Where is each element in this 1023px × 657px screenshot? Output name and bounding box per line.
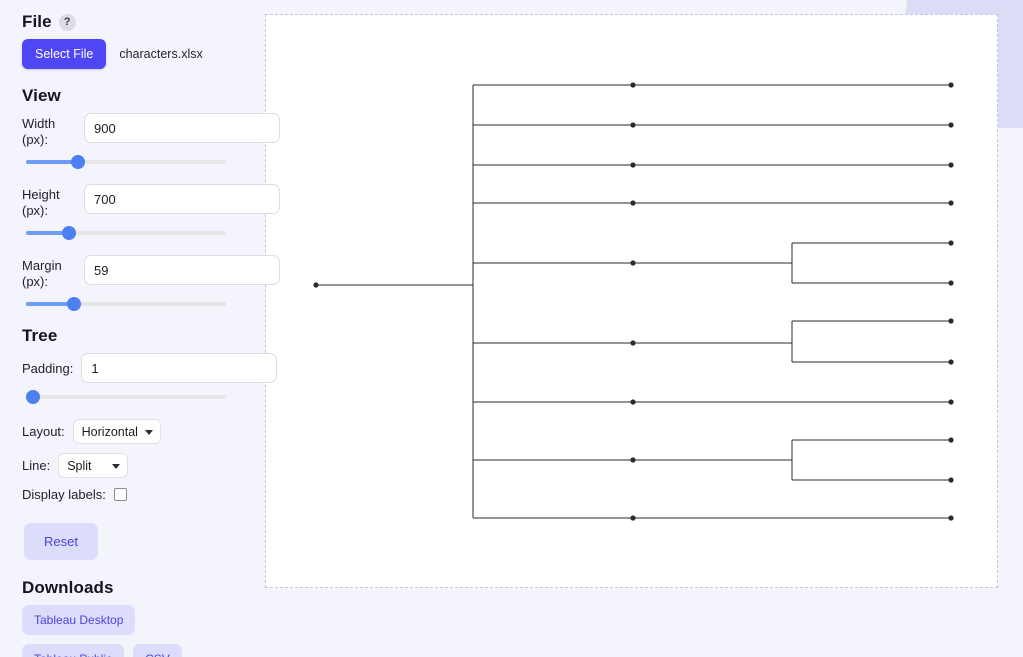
downloads-section-heading: Downloads — [22, 578, 236, 598]
tree-section-label: Tree — [22, 326, 58, 345]
help-icon[interactable]: ? — [58, 13, 76, 31]
leaf-node-8-2[interactable] — [948, 477, 954, 483]
file-row: Select File characters.xlsx — [22, 39, 236, 69]
leaf-node-8-1[interactable] — [948, 437, 954, 443]
width-slider[interactable] — [26, 154, 226, 170]
tree-canvas[interactable] — [265, 14, 998, 588]
download-tableau-public-button[interactable]: Tableau Public — [22, 644, 125, 657]
file-section-heading: File ? — [22, 12, 236, 32]
leaf-node-7[interactable] — [948, 399, 954, 405]
height-slider-thumb[interactable] — [62, 226, 76, 240]
line-row: Line: Split — [22, 453, 236, 478]
leaf-node-6-2[interactable] — [948, 359, 954, 365]
width-input[interactable] — [84, 113, 280, 143]
height-field-row: Height (px): — [22, 184, 280, 219]
downloads-row-1: Tableau Desktop — [22, 605, 236, 635]
width-label-line1: Width — [22, 116, 56, 131]
leaf-node-5-1[interactable] — [948, 240, 954, 246]
margin-field-row: Margin (px): — [22, 255, 280, 290]
chevron-down-icon — [112, 463, 121, 469]
layout-select[interactable]: Horizontal — [72, 419, 161, 444]
line-select-value: Split — [67, 458, 92, 473]
line-select[interactable]: Split — [58, 453, 129, 478]
padding-field-row: Padding: — [22, 353, 278, 383]
leaf-node-6-1[interactable] — [948, 318, 954, 324]
height-input[interactable] — [84, 184, 280, 214]
chevron-down-icon — [144, 429, 153, 435]
layout-row: Layout: Horizontal — [22, 419, 236, 444]
view-section-label: View — [22, 86, 61, 105]
reset-button[interactable]: Reset — [24, 523, 98, 560]
downloads-section: Downloads Tableau Desktop Tableau Public… — [22, 578, 236, 657]
select-file-button[interactable]: Select File — [22, 39, 107, 69]
leaf-node-9[interactable] — [948, 515, 954, 521]
downloads-section-label: Downloads — [22, 578, 114, 597]
file-section-label: File — [22, 12, 52, 31]
height-slider-fill — [26, 231, 69, 235]
view-section-heading: View — [22, 86, 236, 106]
padding-slider-thumb[interactable] — [26, 390, 40, 404]
tree-diagram — [313, 82, 954, 521]
width-slider-thumb[interactable] — [71, 155, 85, 169]
layout-select-value: Horizontal — [81, 424, 138, 439]
padding-slider-track — [26, 395, 226, 399]
padding-slider[interactable] — [26, 389, 226, 405]
width-slider-fill — [26, 160, 78, 164]
controls-panel: File ? Select File characters.xlsx View … — [0, 0, 280, 657]
margin-slider-track — [26, 302, 226, 306]
leaf-node-2[interactable] — [948, 122, 954, 128]
display-labels-label: Display labels: — [22, 487, 106, 502]
selected-file-name: characters.xlsx — [119, 47, 203, 61]
width-label-line2: (px): — [22, 132, 48, 147]
width-label: Width (px): — [22, 113, 74, 148]
download-csv-button[interactable]: CSV — [133, 644, 182, 657]
line-label: Line: — [22, 458, 51, 473]
height-slider-track — [26, 231, 226, 235]
tree-section-heading: Tree — [22, 326, 236, 346]
margin-label-line1: Margin — [22, 258, 62, 273]
margin-input[interactable] — [84, 255, 280, 285]
height-label-line1: Height — [22, 187, 60, 202]
download-tableau-desktop-button[interactable]: Tableau Desktop — [22, 605, 136, 635]
height-slider[interactable] — [26, 225, 226, 241]
downloads-row-2: Tableau Public CSV — [22, 644, 236, 657]
height-label: Height (px): — [22, 184, 74, 219]
margin-slider[interactable] — [26, 296, 226, 312]
display-labels-checkbox[interactable] — [113, 488, 127, 501]
width-slider-track — [26, 160, 226, 164]
leaf-node-1[interactable] — [948, 82, 954, 88]
layout-label: Layout: — [22, 424, 65, 439]
margin-slider-fill — [26, 302, 74, 306]
margin-label: Margin (px): — [22, 255, 74, 290]
root-node[interactable] — [313, 282, 319, 288]
margin-slider-thumb[interactable] — [67, 297, 81, 311]
width-field-row: Width (px): — [22, 113, 280, 148]
padding-input[interactable] — [81, 353, 278, 383]
margin-label-line2: (px): — [22, 274, 48, 289]
leaf-node-4[interactable] — [948, 200, 954, 206]
leaf-node-3[interactable] — [948, 162, 954, 168]
display-labels-row: Display labels: — [22, 487, 236, 502]
padding-label: Padding: — [22, 360, 74, 376]
leaf-node-5-2[interactable] — [948, 280, 954, 286]
height-label-line2: (px): — [22, 203, 48, 218]
